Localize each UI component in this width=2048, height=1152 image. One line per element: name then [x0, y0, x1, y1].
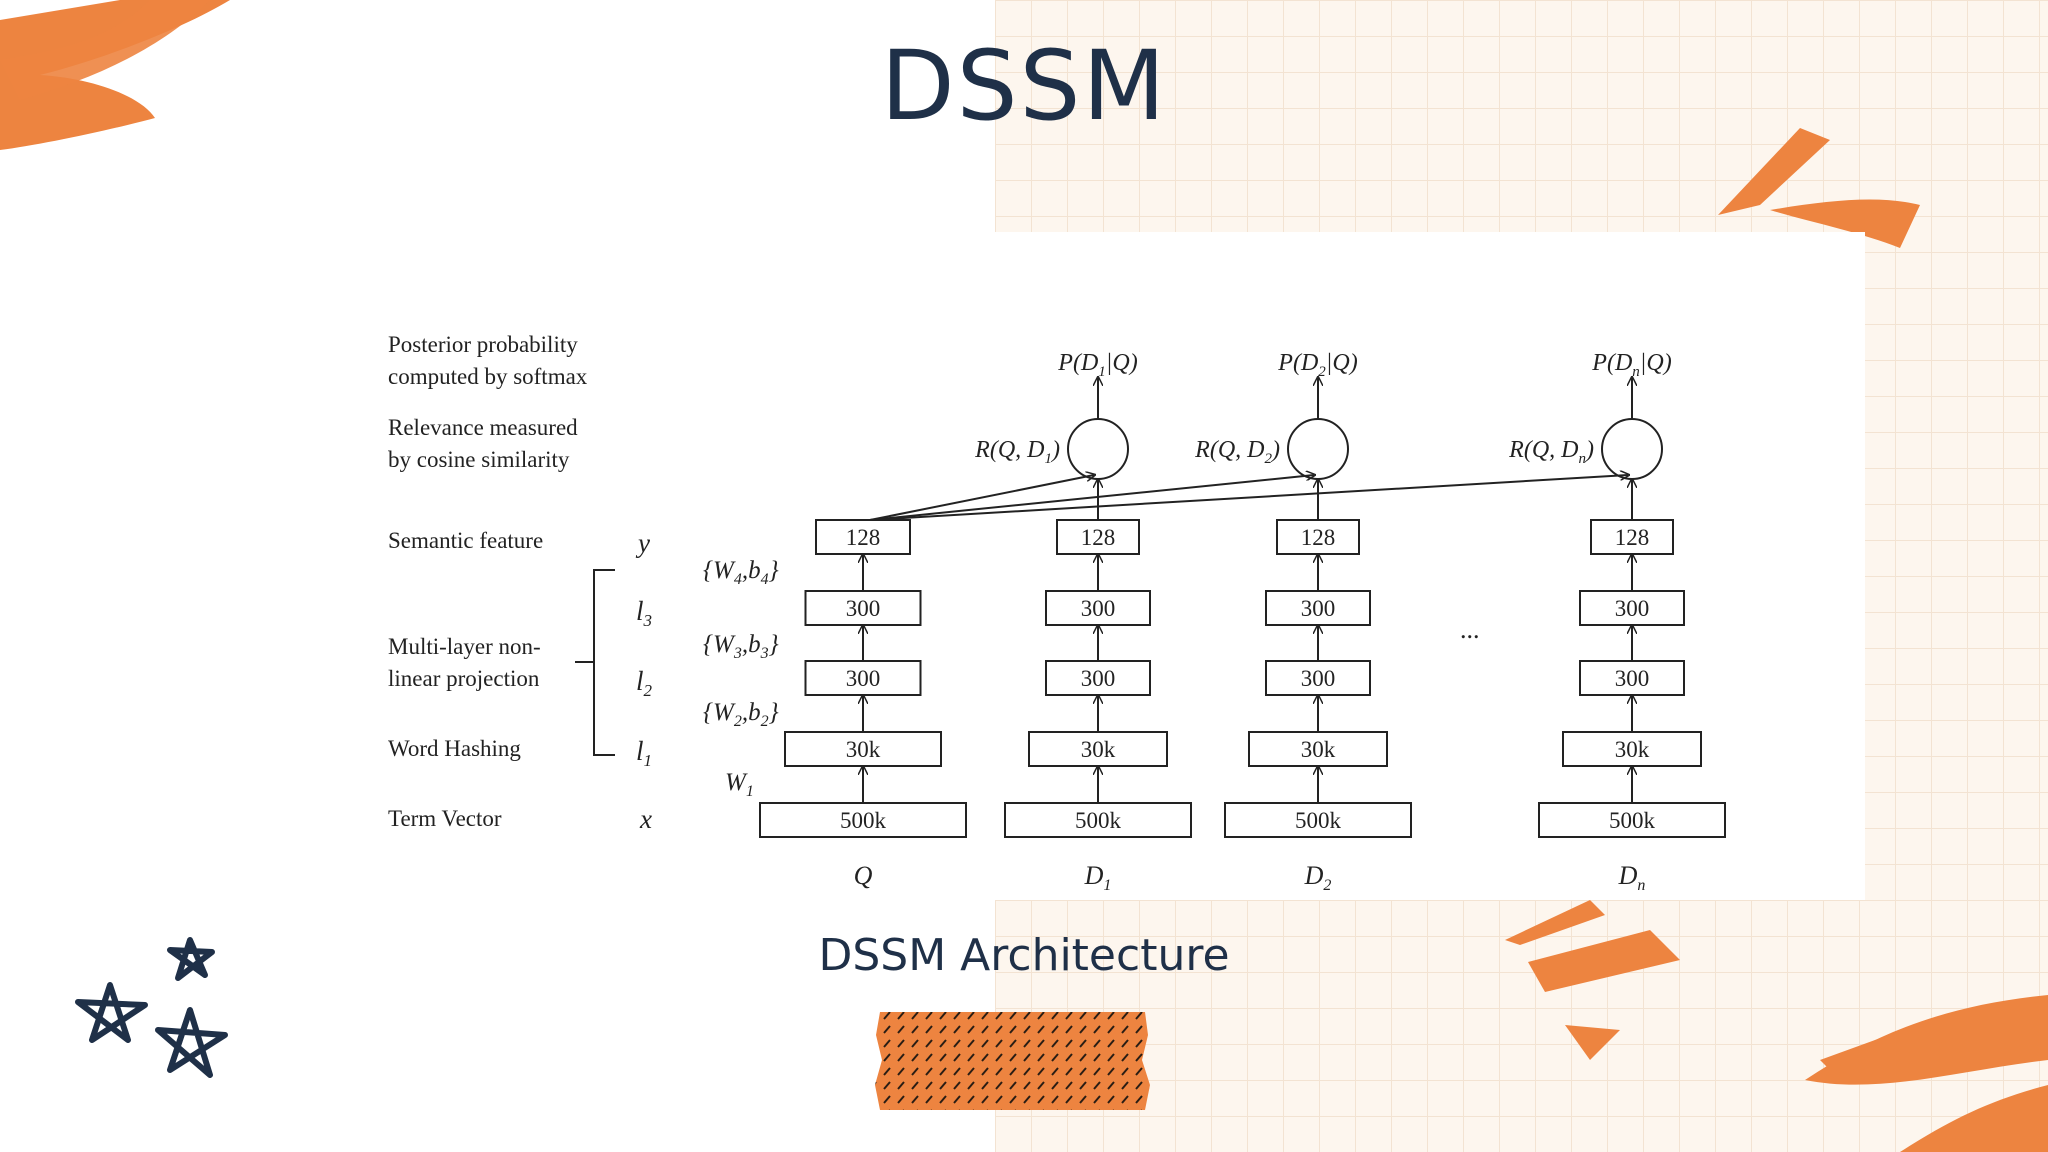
col2-hidden-l3-label: 300 — [1301, 596, 1336, 621]
col0-term-vector-box — [759, 802, 967, 838]
label-posterior-1: Posterior probability — [388, 332, 578, 357]
col1-word-hash-label: 30k — [1081, 737, 1116, 762]
label-term-vector: Term Vector — [388, 806, 502, 831]
ellipsis-columns: ... — [1460, 615, 1480, 644]
weight-w4: {W4,b4} — [703, 557, 779, 588]
col2-posterior-label: P(D2|Q) — [1277, 350, 1357, 380]
col2-term-vector-label: 500k — [1295, 808, 1342, 833]
col1-semantic-label: 128 — [1081, 525, 1116, 550]
slide-title: DSSM — [880, 30, 1168, 142]
col3-semantic-label: 128 — [1615, 525, 1650, 550]
col0-semantic-label: 128 — [846, 525, 881, 550]
col2-semantic-label: 128 — [1301, 525, 1336, 550]
label-relevance-1: Relevance measured — [388, 415, 578, 440]
col0-hidden-l2-box — [804, 660, 922, 696]
col2-word-hash-box — [1248, 731, 1388, 767]
projection-bracket — [575, 569, 615, 756]
label-posterior-2: computed by softmax — [388, 364, 588, 389]
symbol-l2: l2 — [636, 666, 653, 700]
col3-posterior-label: P(Dn|Q) — [1591, 350, 1671, 380]
label-semantic-feature: Semantic feature — [388, 528, 543, 553]
col0-hidden-l2-label: 300 — [846, 666, 881, 691]
col1-hidden-l3-label: 300 — [1081, 596, 1116, 621]
col2-word-hash-label: 30k — [1301, 737, 1336, 762]
col2-name: D2 — [1304, 861, 1332, 894]
col1-name: D1 — [1084, 861, 1112, 894]
col1-term-vector-label: 500k — [1075, 808, 1122, 833]
weight-w2: {W2,b2} — [703, 699, 779, 730]
col0-name: Q — [854, 861, 873, 890]
col2-hidden-l2-label: 300 — [1301, 666, 1336, 691]
col0-word-hash-label: 30k — [846, 737, 881, 762]
diagram-card — [360, 232, 1865, 900]
col3-name: Dn — [1618, 861, 1646, 894]
col1-cosine-node — [1067, 418, 1129, 480]
col1-posterior-label: P(D1|Q) — [1057, 350, 1137, 380]
col3-relevance-label: R(Q, Dn) — [1508, 437, 1594, 467]
label-multilayer-2: linear projection — [388, 666, 540, 691]
col0-hidden-l3-label: 300 — [846, 596, 881, 621]
col3-query-link — [869, 475, 1628, 521]
col2-cosine-node — [1287, 418, 1349, 480]
col3-word-hash-label: 30k — [1615, 737, 1650, 762]
col1-relevance-label: R(Q, D1) — [974, 437, 1060, 467]
col2-query-link — [869, 475, 1314, 521]
col3-hidden-l3-box — [1579, 590, 1685, 626]
col3-cosine-node — [1601, 418, 1663, 480]
weight-w1: W1 — [725, 769, 754, 800]
label-relevance-2: by cosine similarity — [388, 447, 570, 472]
col1-hidden-l2-label: 300 — [1081, 666, 1116, 691]
col2-term-vector-box — [1224, 802, 1412, 838]
diagram-caption: DSSM Architecture — [818, 930, 1230, 981]
weight-w3: {W3,b3} — [703, 631, 779, 662]
symbol-x: x — [639, 804, 652, 834]
col2-relevance-label: R(Q, D2) — [1194, 437, 1280, 467]
label-multilayer-1: Multi-layer non- — [388, 634, 541, 659]
col0-term-vector-label: 500k — [840, 808, 887, 833]
label-word-hashing: Word Hashing — [388, 736, 521, 761]
col1-word-hash-box — [1028, 731, 1168, 767]
col2-hidden-l3-box — [1265, 590, 1371, 626]
symbol-y: y — [635, 528, 650, 558]
col3-hidden-l2-label: 300 — [1615, 666, 1650, 691]
col1-query-link — [869, 475, 1094, 521]
col3-term-vector-label: 500k — [1609, 808, 1656, 833]
col3-hidden-l3-label: 300 — [1615, 596, 1650, 621]
symbol-l3: l3 — [636, 596, 652, 630]
symbol-l1: l1 — [636, 736, 652, 770]
